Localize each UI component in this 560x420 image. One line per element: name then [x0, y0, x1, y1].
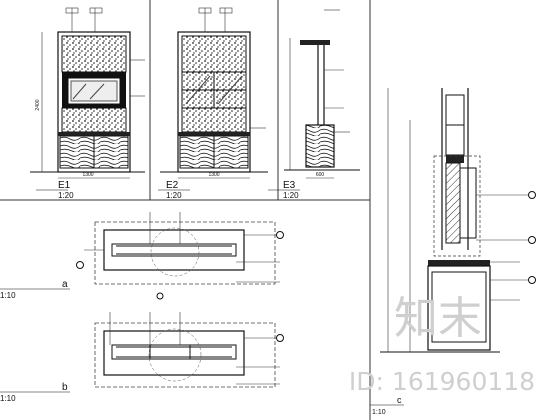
e1-width-dim: 1300: [82, 172, 93, 178]
section-c-mark: c: [397, 395, 402, 405]
e2-scale: 1:20: [166, 191, 182, 200]
elevation-e1: [30, 7, 145, 179]
e3-scale: 1:20: [283, 191, 299, 200]
plan-a-scale: 1:10: [0, 291, 16, 300]
elevation-e3: [284, 9, 360, 179]
e1-scale: 1:20: [58, 191, 74, 200]
e3-mark: E3: [283, 180, 296, 191]
section-c-scale: 1:10: [372, 409, 386, 416]
e1-mark: E1: [58, 180, 71, 191]
e3-width-dim: 600: [316, 172, 325, 178]
panel-dividers: [0, 0, 371, 420]
plan-b-mark: b: [62, 382, 68, 393]
e2-mark: E2: [166, 180, 179, 191]
e1-height-dim: 2400: [35, 99, 41, 110]
watermark-id: ID: 161960118: [349, 367, 535, 396]
elevation-e2: [160, 7, 268, 179]
watermark-brand: 知末: [394, 293, 482, 344]
section-c: [380, 88, 536, 353]
plan-a-mark: a: [62, 279, 68, 290]
e2-width-dim: 1300: [208, 172, 219, 178]
plan-a: [76, 212, 284, 300]
plan-b: [94, 312, 284, 388]
plan-b-scale: 1:10: [0, 394, 16, 403]
